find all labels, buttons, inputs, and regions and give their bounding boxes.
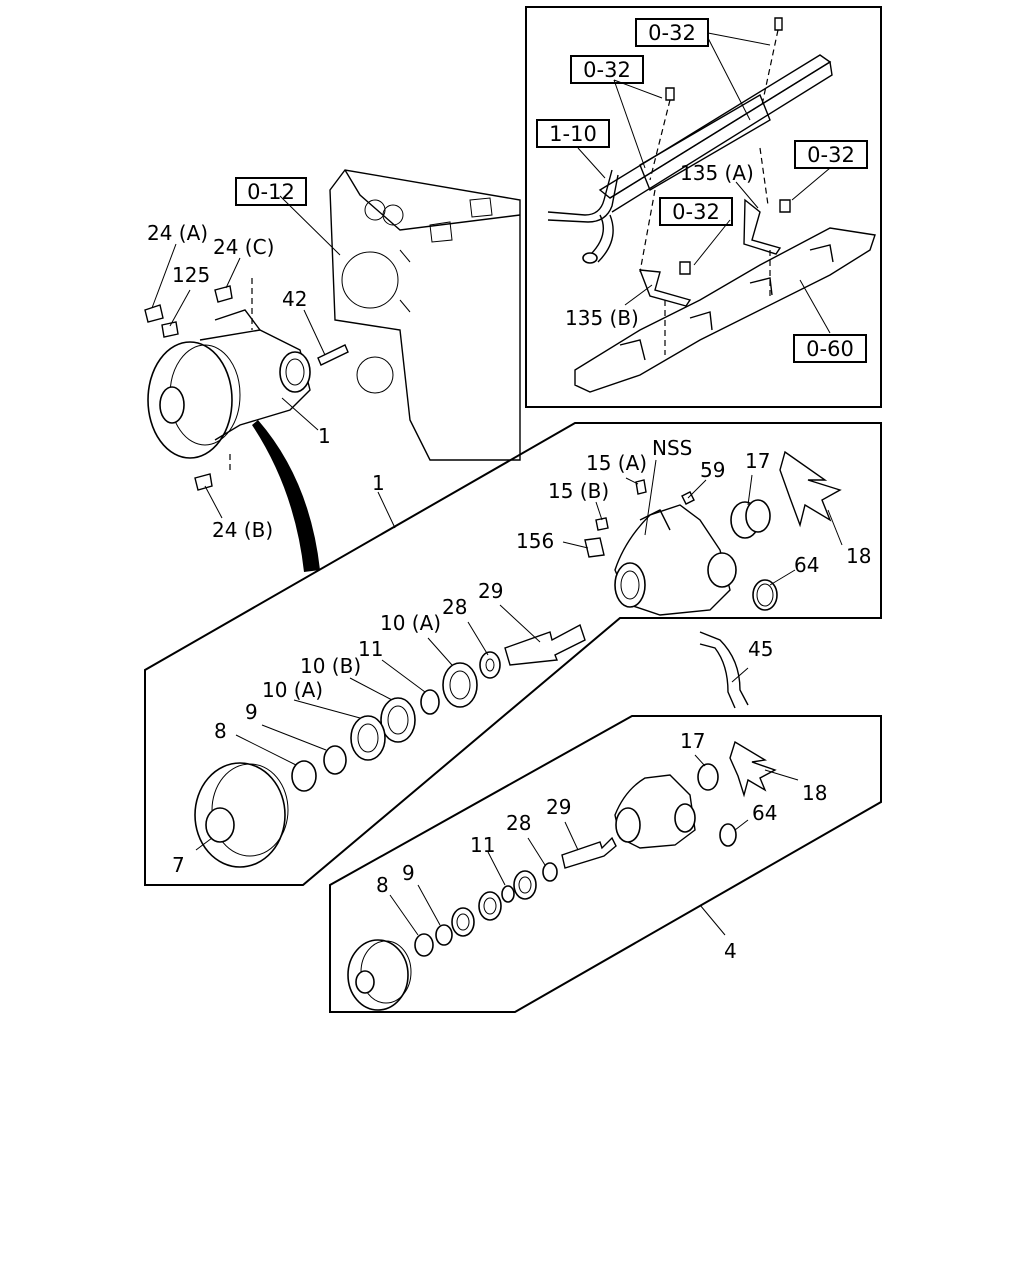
callout-42: 42: [282, 287, 307, 311]
callout-1-small: 1: [318, 424, 331, 448]
ref-box-0-12: [235, 177, 307, 206]
callout-9-top: 9: [245, 700, 258, 724]
ref-box-0-32-a: [635, 18, 709, 47]
assembly-1-panel: [144, 422, 882, 886]
ref-0-60: 0-60: [806, 337, 854, 361]
callout-labels: 24 (A) 24 (C) 125 42 1 24 (B) 135 (A) 13…: [147, 161, 871, 963]
ref-0-32-d: 0-32: [672, 200, 720, 224]
callout-29-top: 29: [478, 579, 503, 603]
callout-9-low: 9: [402, 861, 415, 885]
callout-29-low: 29: [546, 795, 571, 819]
ref-0-32-b: 0-32: [583, 58, 631, 82]
callout-135a: 135 (A): [680, 161, 754, 185]
assembly-1-frame: [144, 422, 882, 886]
callout-45: 45: [748, 637, 773, 661]
callout-10a-top: 10 (A): [380, 611, 441, 635]
callout-8-top: 8: [214, 719, 227, 743]
callout-7: 7: [172, 853, 185, 877]
callout-15b: 15 (B): [548, 479, 609, 503]
callout-24c: 24 (C): [213, 235, 274, 259]
pump-assembly-top: [144, 195, 349, 572]
ref-box-0-32-d: [659, 197, 733, 226]
callout-64-low: 64: [752, 801, 777, 825]
ref-1-10: 1-10: [549, 122, 597, 146]
ref-box-1-10: [536, 119, 610, 148]
callout-135b: 135 (B): [565, 306, 639, 330]
callout-24b: 24 (B): [212, 518, 273, 542]
ref-box-0-32-c: [794, 140, 868, 169]
callout-125: 125: [172, 263, 210, 287]
reference-boxes: 0-12 0-32 0-32 1-10 0-32 0-32 0-60: [235, 18, 868, 363]
ref-box-0-60: [793, 334, 867, 363]
callout-18-top: 18: [846, 544, 871, 568]
callout-8-low: 8: [376, 873, 389, 897]
inset-panel: [525, 6, 882, 408]
callout-28-low: 28: [506, 811, 531, 835]
ref-0-32-c: 0-32: [807, 143, 855, 167]
ref-0-12: 0-12: [247, 180, 295, 204]
ref-box-0-32-b: [570, 55, 644, 84]
callout-17-low: 17: [680, 729, 705, 753]
ref-0-32-a: 0-32: [648, 21, 696, 45]
assembly-4-panel: [329, 715, 882, 1013]
callout-11-top: 11: [358, 637, 383, 661]
callout-4: 4: [724, 939, 737, 963]
callout-156: 156: [516, 529, 554, 553]
callout-nss: NSS: [652, 436, 692, 460]
callout-10a-low: 10 (A): [262, 678, 323, 702]
callout-28-top: 28: [442, 595, 467, 619]
callout-15a: 15 (A): [586, 451, 647, 475]
callout-17-top: 17: [745, 449, 770, 473]
callout-64-top: 64: [794, 553, 819, 577]
inset-frame: [525, 6, 882, 408]
callout-59: 59: [700, 458, 725, 482]
engine-block: [329, 169, 521, 461]
direction-arrow: [252, 420, 320, 572]
assembly-4-frame: [329, 715, 882, 1013]
callout-10b: 10 (B): [300, 654, 361, 678]
callout-18-low: 18: [802, 781, 827, 805]
callout-1-main: 1: [372, 471, 385, 495]
callout-11-low: 11: [470, 833, 495, 857]
callout-24a: 24 (A): [147, 221, 208, 245]
